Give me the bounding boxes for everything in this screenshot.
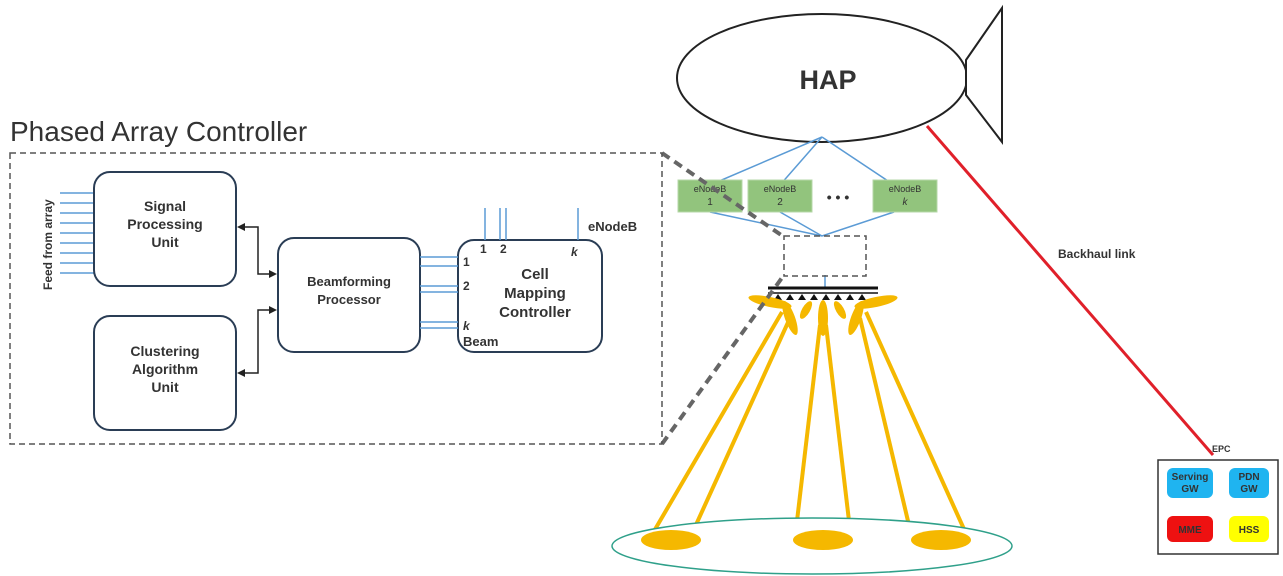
hap-controller-box [783,235,867,277]
enodeb-port-label: eNodeB [588,219,637,234]
mme: MME [1167,516,1213,542]
controller-title: Phased Array Controller [10,116,307,147]
svg-text:GW: GW [1240,484,1258,495]
enodeb-2: eNodeB 2 [747,179,813,213]
zoom-lines [660,151,786,446]
svg-text:Algorithm: Algorithm [132,361,198,377]
svg-text:Unit: Unit [151,379,179,395]
hap-label: HAP [799,65,856,95]
enodeb-lines [484,208,579,240]
svg-text:HSS: HSS [1239,525,1260,536]
hap-tail [965,4,1003,145]
port-left-2: 2 [463,279,470,293]
beam-lines [420,256,458,329]
svg-text:1: 1 [707,197,713,208]
svg-text:Cell: Cell [521,266,549,283]
svg-text:Unit: Unit [151,234,179,250]
arrowheads [237,223,277,377]
beam-footprint-1 [641,530,701,550]
svg-text:eNodeB: eNodeB [764,184,797,194]
svg-text:Signal: Signal [144,198,186,214]
svg-text:eNodeB: eNodeB [694,184,727,194]
beams [648,310,970,540]
beamforming-processor: Beamforming Processor [277,237,421,353]
beam-footprint-2 [793,530,853,550]
port-top-k: k [571,245,579,259]
svg-text:Mapping: Mapping [504,285,566,302]
clustering-algorithm-unit: Clustering Algorithm Unit [93,315,237,431]
svg-text:Controller: Controller [499,304,571,321]
svg-text:Processor: Processor [317,292,381,307]
backhaul-link [925,125,1215,456]
serving-gw: Serving GW [1167,468,1213,498]
signal-processing-unit: Signal Processing Unit [93,171,237,287]
svg-text:k: k [903,197,909,208]
pdn-gw: PDN GW [1229,468,1269,498]
cell-mapping-controller: Cell Mapping Controller [457,239,603,353]
epc-label: EPC [1212,444,1231,454]
port-top-2: 2 [500,242,507,256]
beam-footprint-3 [911,530,971,550]
antenna-array [768,286,878,300]
port-left-k: k [463,319,471,333]
block-connectors [240,226,274,374]
enodeb-ellipsis: • • • [827,189,850,205]
enodeb-k: eNodeB k [872,179,938,213]
hss: HSS [1229,516,1269,542]
feed-label: Feed from array [41,199,55,290]
enodeb-1: eNodeB 1 [677,179,743,213]
port-top-1: 1 [480,242,487,256]
backhaul-label: Backhaul link [1058,247,1136,261]
epc-box: Serving GW PDN GW MME HSS [1157,459,1279,555]
svg-text:Clustering: Clustering [130,343,199,359]
svg-text:PDN: PDN [1238,472,1259,483]
feed-lines [60,192,94,274]
svg-text:Processing: Processing [127,216,202,232]
controller-box [9,152,663,445]
svg-text:GW: GW [1181,484,1199,495]
svg-text:Beamforming: Beamforming [307,274,391,289]
port-left-1: 1 [463,255,470,269]
svg-text:2: 2 [777,197,783,208]
svg-text:eNodeB: eNodeB [889,184,922,194]
svg-text:MME: MME [1178,525,1202,536]
beam-port-label: Beam [463,334,498,349]
beam-footprints [641,530,971,550]
svg-text:Serving: Serving [1172,472,1209,483]
hap-airship: HAP [676,4,1003,145]
